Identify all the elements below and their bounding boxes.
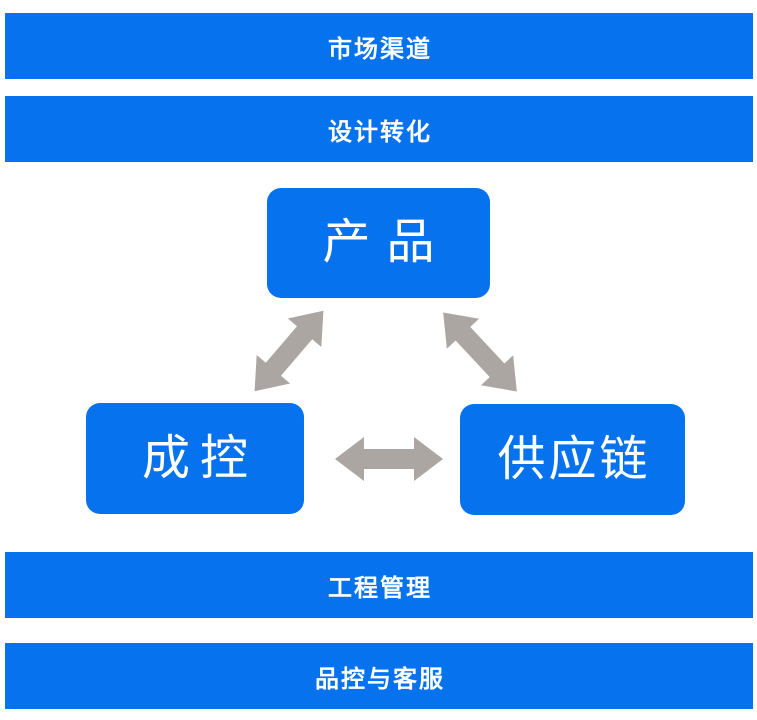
node-cost-control: 成控 [86, 403, 304, 514]
node-product: 产品 [267, 188, 490, 298]
banner-quality-customer-service-label: 品控与客服 [315, 665, 445, 693]
banner-engineering-management-label: 工程管理 [328, 574, 432, 602]
arrow-product-supply-icon [443, 312, 517, 392]
banner-market-channels-label: 市场渠道 [328, 35, 432, 63]
node-product-label: 产品 [322, 216, 451, 269]
node-supply-chain: 供应链 [460, 404, 685, 515]
node-supply-chain-label: 供应链 [497, 432, 651, 486]
banner-design-transformation-label: 设计转化 [328, 118, 432, 146]
arrow-cost-supply-icon [335, 437, 443, 481]
banner-engineering-management: 工程管理 [5, 552, 753, 618]
banner-market-channels: 市场渠道 [5, 13, 753, 79]
banner-design-transformation: 设计转化 [5, 96, 753, 162]
banner-quality-customer-service: 品控与客服 [5, 643, 753, 709]
node-cost-control-label: 成控 [141, 431, 258, 485]
arrow-product-cost-icon [254, 310, 324, 392]
